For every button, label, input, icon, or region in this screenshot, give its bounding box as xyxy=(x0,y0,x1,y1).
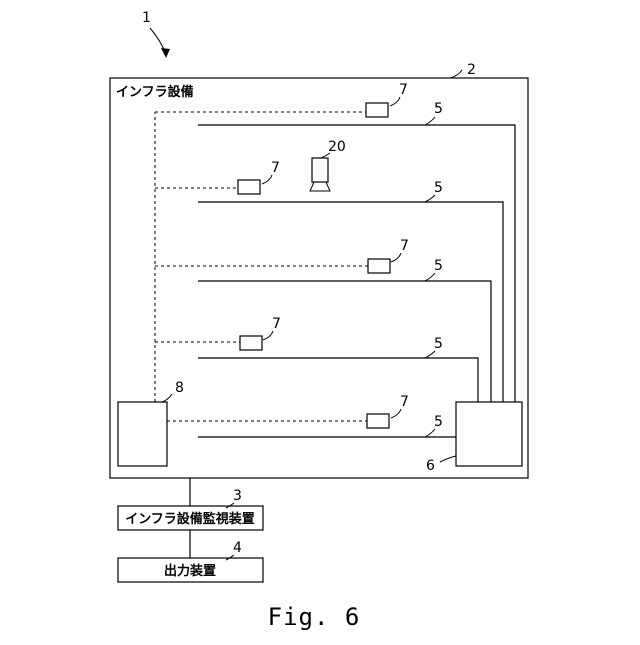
sensor-box xyxy=(366,103,388,117)
facility-ref-leader xyxy=(450,70,462,78)
sensor-box xyxy=(238,180,260,194)
line-ref-label: 5 xyxy=(434,336,443,352)
monitor-device-label: インフラ設備監視装置 xyxy=(125,511,255,527)
line-ref-label: 5 xyxy=(434,101,443,117)
sensor-box xyxy=(367,414,389,428)
facility-ref-label: 2 xyxy=(467,62,476,78)
system-ref-label: 1 xyxy=(142,10,151,26)
unit-8-box xyxy=(118,402,167,466)
camera-body xyxy=(312,158,328,182)
line-ref-label: 5 xyxy=(434,180,443,196)
monitor-ref-label: 3 xyxy=(233,488,242,504)
sensor-ref-label: 7 xyxy=(272,316,281,332)
unit-8-ref-label: 8 xyxy=(175,380,184,396)
sensor-ref-label: 7 xyxy=(400,238,409,254)
line-ref-label: 5 xyxy=(434,414,443,430)
sensor-box xyxy=(240,336,262,350)
system-ref-arrowhead xyxy=(161,48,170,58)
unit-6-box xyxy=(456,402,522,466)
sensor-ref-label: 7 xyxy=(271,160,280,176)
sensor-ref-label: 7 xyxy=(399,82,408,98)
sensor-ref-label: 7 xyxy=(400,394,409,410)
output-ref-label: 4 xyxy=(233,540,242,556)
output-device-label: 出力装置 xyxy=(164,563,216,579)
facility-title: インフラ設備 xyxy=(116,84,194,100)
unit-6-ref-label: 6 xyxy=(426,458,435,474)
figure-caption: Fig. 6 xyxy=(268,603,361,631)
camera-ref-label: 20 xyxy=(328,139,346,155)
line-ref-label: 5 xyxy=(434,258,443,274)
sensor-box xyxy=(368,259,390,273)
